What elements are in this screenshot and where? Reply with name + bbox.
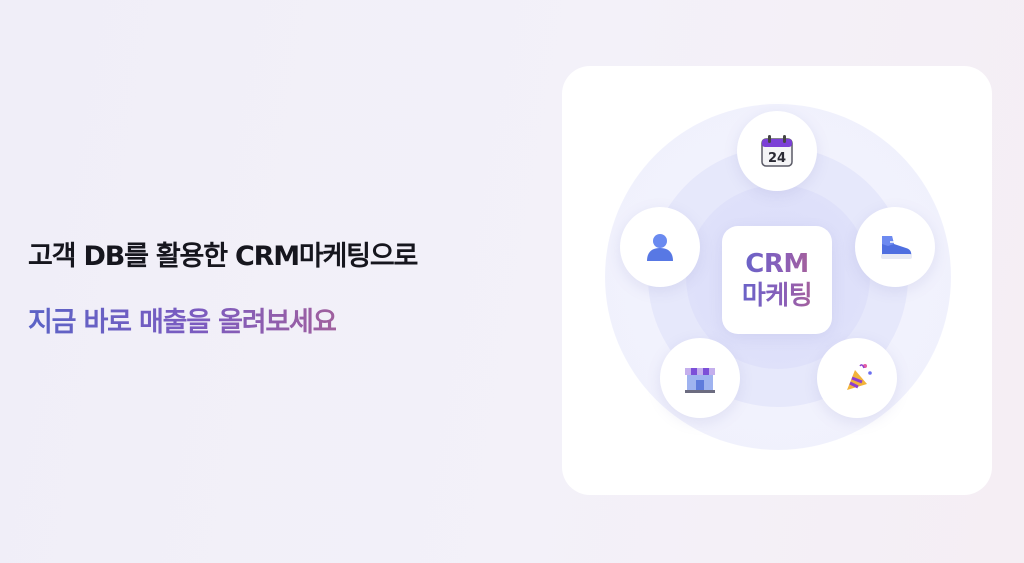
- hero-headline: 고객 DB를 활용한 CRM마케팅으로 지금 바로 매출을 올려보세요: [28, 238, 418, 342]
- headline-line-2: 지금 바로 매출을 올려보세요: [28, 304, 337, 342]
- calendar-node: 24: [737, 111, 817, 191]
- user-node: [620, 207, 700, 287]
- sneaker-node: [855, 207, 935, 287]
- store-node: [660, 338, 740, 418]
- user-icon: [647, 234, 673, 261]
- party-popper-icon: [847, 364, 872, 390]
- center-label-marketing: 마케팅: [741, 281, 813, 311]
- store-icon: [685, 368, 715, 393]
- party-popper-node: [817, 338, 897, 418]
- calendar-number: 24: [768, 151, 786, 166]
- crm-diagram-card: CRM 마케팅 24: [562, 66, 992, 495]
- crm-center-badge: CRM 마케팅: [722, 226, 832, 334]
- center-label-crm: CRM: [745, 249, 809, 279]
- sneaker-icon: [881, 236, 912, 259]
- calendar-icon: 24: [761, 135, 793, 167]
- headline-line-1: 고객 DB를 활용한 CRM마케팅으로: [28, 241, 418, 272]
